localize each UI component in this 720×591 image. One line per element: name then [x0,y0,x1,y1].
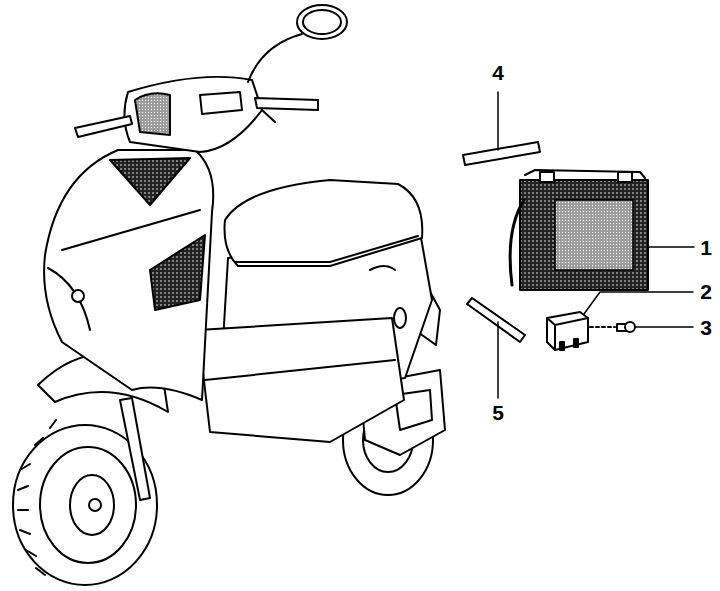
callout-number: 5 [492,402,504,423]
callout-number: 4 [492,62,504,83]
callout-number: 2 [700,281,712,302]
callout-number: 1 [700,237,712,258]
callout-number: 3 [700,317,712,338]
